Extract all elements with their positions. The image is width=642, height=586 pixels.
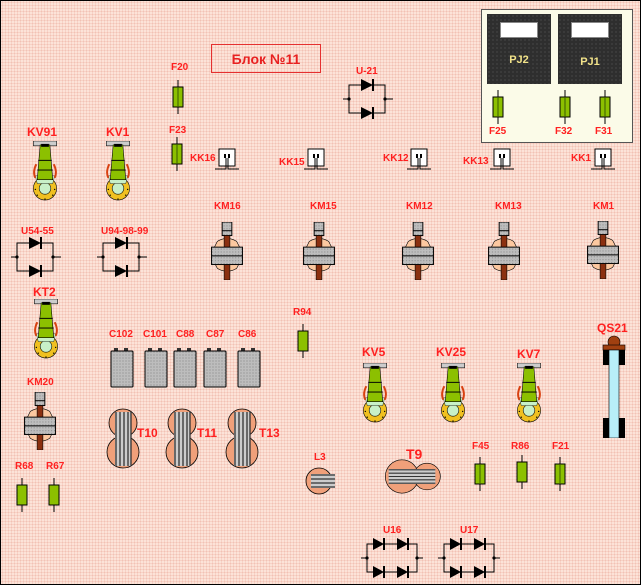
- contactor-label: KM12: [406, 201, 433, 212]
- switch-label: QS21: [597, 321, 628, 335]
- meter-pj1[interactable]: PJ1: [558, 14, 622, 84]
- resistor-r68-icon[interactable]: [15, 478, 29, 512]
- transformer-label: T13: [259, 426, 280, 440]
- thermal-relay-label: KK13: [463, 156, 489, 167]
- meter-panel: PJ2 PJ1 F25 F32 F31: [481, 9, 633, 143]
- capacitor-c101-icon[interactable]: [144, 348, 168, 388]
- inductor-label: L3: [314, 452, 326, 463]
- contactor-label: KM1: [593, 201, 615, 212]
- fuse-label: F31: [595, 126, 613, 137]
- capacitor-label: C86: [238, 329, 257, 340]
- thermal-relay-kk12-icon[interactable]: [406, 148, 432, 174]
- fuse-label: F25: [489, 126, 507, 137]
- relay-kv1-icon[interactable]: [100, 141, 136, 201]
- diode-group-label: U17: [460, 525, 479, 536]
- switch-qs21-icon[interactable]: [602, 334, 626, 438]
- relay-label: KV91: [27, 125, 58, 139]
- thermal-relay-kk15-icon[interactable]: [303, 148, 329, 174]
- capacitor-label: C88: [176, 329, 195, 340]
- thermal-relay-kk13-icon[interactable]: [489, 148, 515, 174]
- thermal-relay-kk1-icon[interactable]: [590, 148, 616, 174]
- relay-kv7-icon[interactable]: [511, 363, 547, 423]
- thermal-relay-label: KK1: [571, 153, 592, 164]
- relay-label: KV1: [106, 125, 130, 139]
- contactor-km15-icon[interactable]: [303, 222, 335, 280]
- resistor-r94-icon[interactable]: [296, 324, 310, 358]
- thermal-relay-kk16-icon[interactable]: [214, 148, 240, 174]
- relay-kv25-icon[interactable]: [435, 363, 471, 423]
- fuse-label: F21: [552, 441, 570, 452]
- transformer-label: T10: [137, 426, 158, 440]
- relay-label: KT2: [33, 285, 56, 299]
- contactor-label: KM13: [495, 201, 522, 212]
- resistor-r86-icon[interactable]: [515, 455, 529, 489]
- meter-label: PJ2: [509, 54, 529, 66]
- diode-pair-u21-icon[interactable]: [335, 79, 399, 119]
- relay-label: KV7: [517, 347, 541, 361]
- contactor-km12-icon[interactable]: [402, 222, 434, 280]
- relay-kv5-icon[interactable]: [357, 363, 393, 423]
- relay-kt2-icon[interactable]: [28, 299, 64, 359]
- fuse-f25-icon[interactable]: [491, 90, 505, 124]
- thermal-relay-label: KK16: [190, 153, 216, 164]
- relay-label: KV5: [362, 345, 386, 359]
- capacitor-label: C102: [109, 329, 133, 340]
- capacitor-c87-icon[interactable]: [203, 348, 227, 388]
- resistor-r67-icon[interactable]: [47, 478, 61, 512]
- meter-display-window: [571, 22, 609, 38]
- fuse-f32-icon[interactable]: [558, 90, 572, 124]
- fuse-f31-icon[interactable]: [598, 90, 612, 124]
- capacitor-c86-icon[interactable]: [237, 348, 261, 388]
- block-title: Блок №11: [211, 44, 321, 73]
- meter-display-window: [500, 22, 538, 38]
- diode-group-label: U16: [383, 525, 402, 536]
- transformer-t11-icon[interactable]: [165, 408, 199, 470]
- meter-label: PJ1: [580, 56, 600, 68]
- thermal-relay-label: KK15: [279, 157, 305, 168]
- diode-pair-u54-icon[interactable]: [3, 237, 67, 277]
- contactor-label: KM15: [310, 201, 337, 212]
- transformer-t10-icon[interactable]: [106, 408, 140, 470]
- fuse-label: F32: [555, 126, 573, 137]
- resistor-label: R67: [46, 461, 65, 472]
- relay-kv91-icon[interactable]: [27, 141, 63, 201]
- contactor-km20-icon[interactable]: [24, 392, 56, 450]
- capacitor-label: C87: [206, 329, 225, 340]
- fuse-f45-icon[interactable]: [473, 457, 487, 491]
- diode-bridge-u16-icon[interactable]: [359, 538, 425, 578]
- relay-label: KV25: [436, 345, 467, 359]
- diode-bridge-u17-icon[interactable]: [436, 538, 502, 578]
- transformer-label: T11: [197, 426, 218, 440]
- thermal-relay-label: KK12: [383, 153, 409, 164]
- capacitor-c88-icon[interactable]: [173, 348, 197, 388]
- diode-group-label: U54-55: [21, 226, 54, 237]
- inductor-l3-icon[interactable]: [305, 467, 337, 495]
- contactor-label: KM20: [27, 377, 54, 388]
- fuse-f21-icon[interactable]: [553, 457, 567, 491]
- diode-pair-u94-icon[interactable]: [89, 237, 153, 277]
- fuse-f20-icon[interactable]: [171, 80, 185, 114]
- resistor-label: R86: [511, 441, 530, 452]
- transformer-label: T9: [406, 446, 423, 462]
- contactor-km1-icon[interactable]: [587, 221, 619, 279]
- resistor-label: R94: [293, 307, 312, 318]
- diode-group-label: U94-98-99: [101, 226, 149, 237]
- contactor-label: KM16: [214, 201, 241, 212]
- capacitor-label: C101: [143, 329, 167, 340]
- capacitor-c102-icon[interactable]: [110, 348, 134, 388]
- contactor-km16-icon[interactable]: [211, 222, 243, 280]
- fuse-label: F45: [472, 441, 490, 452]
- resistor-label: R68: [15, 461, 34, 472]
- transformer-t9-icon[interactable]: [382, 459, 442, 494]
- transformer-t13-icon[interactable]: [225, 408, 259, 470]
- fuse-label: F20: [171, 62, 189, 73]
- meter-pj2[interactable]: PJ2: [487, 14, 551, 84]
- fuse-f23-icon[interactable]: [170, 137, 184, 171]
- fuse-label: F23: [169, 125, 187, 136]
- contactor-km13-icon[interactable]: [488, 222, 520, 280]
- diode-group-label: U-21: [356, 66, 378, 77]
